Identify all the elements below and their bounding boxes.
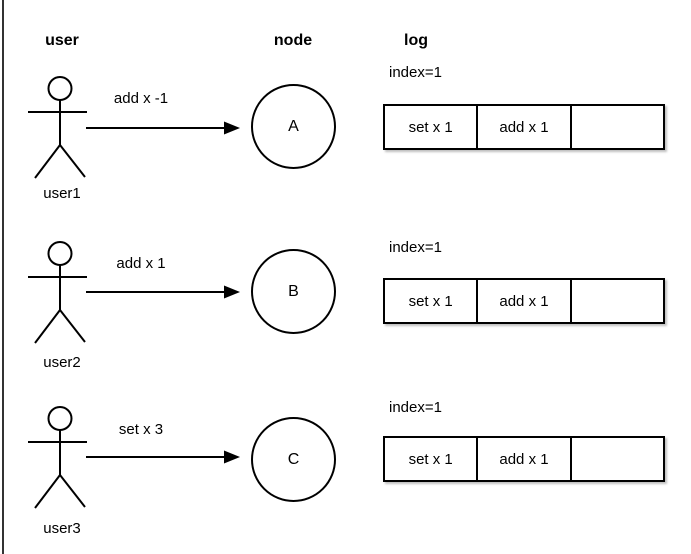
- log-cell: add x 1: [478, 438, 572, 480]
- user-label: user1: [43, 185, 81, 202]
- frame-border-left: [2, 0, 4, 554]
- stick-figure-icon: [28, 406, 87, 509]
- log-cell: set x 1: [385, 280, 479, 322]
- stick-figure-icon: [28, 241, 87, 344]
- arrow-right-icon: [86, 285, 240, 299]
- log-index-label: index=1: [389, 399, 442, 416]
- node-circle: A: [251, 84, 336, 169]
- node-circle: C: [251, 417, 336, 502]
- log-table: set x 1 add x 1: [383, 278, 665, 324]
- column-header-log: log: [404, 32, 428, 49]
- user-label: user2: [43, 354, 81, 371]
- log-index-label: index=1: [389, 64, 442, 81]
- log-cell: add x 1: [478, 280, 572, 322]
- log-table: set x 1 add x 1: [383, 104, 665, 150]
- log-cell: set x 1: [385, 438, 479, 480]
- node-label: A: [288, 117, 299, 135]
- log-cell-empty: [572, 438, 663, 480]
- log-cell-empty: [572, 280, 663, 322]
- message-label: add x 1: [116, 255, 166, 272]
- log-cell: add x 1: [478, 106, 572, 148]
- arrow-right-icon: [86, 450, 240, 464]
- log-index-label: index=1: [389, 239, 442, 256]
- node-circle: B: [251, 249, 336, 334]
- user-label: user3: [43, 520, 81, 537]
- node-label: C: [287, 450, 300, 468]
- message-label: set x 3: [118, 421, 164, 438]
- log-cell: set x 1: [385, 106, 479, 148]
- column-header-user: user: [45, 32, 79, 49]
- arrow-right-icon: [86, 121, 240, 135]
- node-label: B: [288, 282, 299, 300]
- stick-figure-icon: [28, 76, 87, 179]
- log-table: set x 1 add x 1: [383, 436, 665, 482]
- column-header-node: node: [273, 32, 313, 49]
- message-label: add x -1: [113, 90, 169, 107]
- log-cell-empty: [572, 106, 663, 148]
